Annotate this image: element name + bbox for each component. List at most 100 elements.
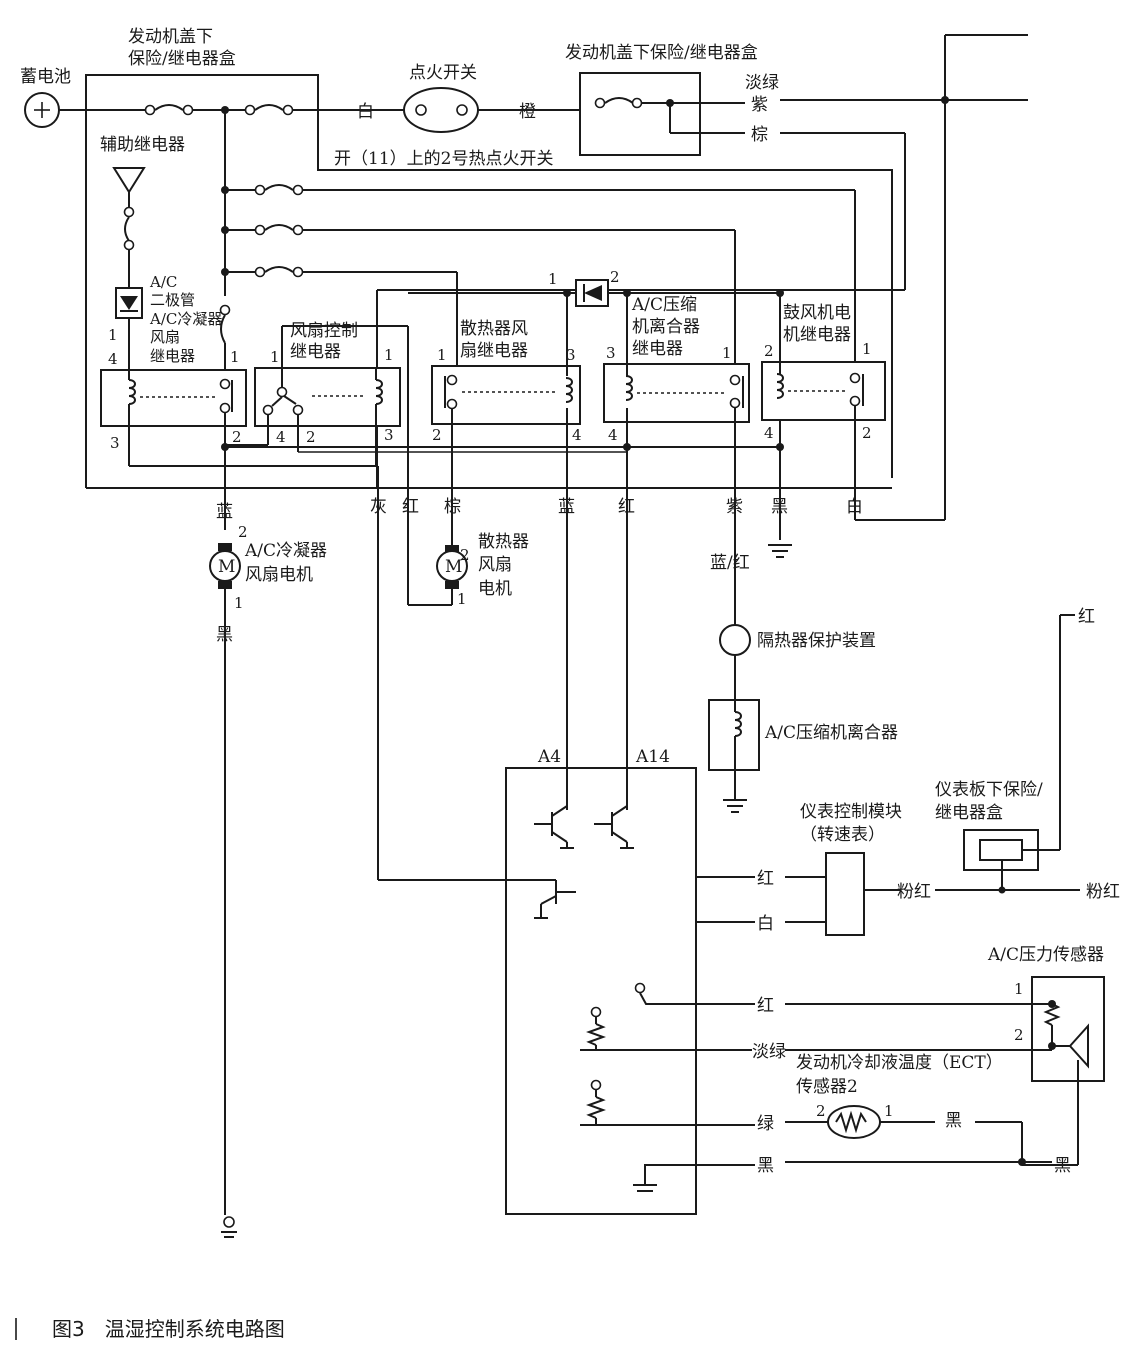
wire-color-labels: 白 橙 淡绿 紫 棕 蓝 灰 红 棕 蓝 红 紫 黑 白 蓝/红 黑 红 红 白… — [216, 73, 1120, 1176]
battery-label: 蓄电池 — [20, 67, 71, 87]
cond-motor-label-1: A/C冷凝器 — [244, 541, 327, 561]
clutch-relay-label-3: 继电器 — [632, 339, 683, 359]
svg-text:2: 2 — [460, 546, 470, 564]
wire-orange: 橙 — [519, 102, 536, 122]
wire-purple-1: 紫 — [751, 95, 768, 115]
ect-label-1: 发动机冷却液温度（ECT） — [796, 1053, 1003, 1073]
ac-clutch-relay — [603, 363, 750, 423]
fuse-branches — [219, 184, 856, 380]
cond-relay-label-2: 风扇 — [150, 328, 180, 346]
ac-diode-label-1: A/C — [149, 273, 177, 291]
wire-black-2: 黑 — [216, 625, 233, 645]
pin-numbers: 1 4 1 3 2 1 1 4 2 3 1 3 2 4 1 2 3 1 4 2 … — [108, 268, 1024, 1120]
thermal-protector-and-clutch — [708, 624, 760, 813]
fan-ctrl-relay-label-1: 风扇控制 — [290, 321, 358, 341]
svg-text:2: 2 — [1014, 1026, 1024, 1044]
svg-text:3: 3 — [566, 346, 576, 364]
svg-text:1: 1 — [384, 346, 394, 364]
svg-text:1: 1 — [1014, 980, 1024, 998]
dash-box-label-1: 仪表板下保险/ — [935, 780, 1043, 800]
gauge-label-1: 仪表控制模块 — [800, 802, 902, 822]
svg-text:1: 1 — [230, 348, 240, 366]
wire-black-5: 黑 — [1054, 1156, 1071, 1176]
relay-row — [100, 361, 886, 460]
relay-interconnects — [86, 279, 892, 880]
wire-pink-2: 粉红 — [1086, 882, 1120, 902]
svg-text:2: 2 — [432, 426, 442, 444]
svg-text:1: 1 — [234, 594, 244, 612]
ig-hot-note: 开（11）上的2号热点火开关 — [334, 149, 553, 169]
pressure-sensor-and-ect — [785, 976, 1105, 1166]
svg-text:1: 1 — [270, 348, 280, 366]
wire-black-1: 黑 — [771, 497, 788, 517]
wire-red-3: 红 — [1078, 607, 1095, 627]
aux-relay-symbol — [112, 167, 146, 194]
ac-clutch-label: A/C压缩机离合器 — [764, 723, 898, 743]
ecm-a14-label: A14 — [635, 747, 670, 767]
rad-motor-label-3: 电机 — [478, 579, 512, 599]
svg-text:4: 4 — [608, 426, 618, 444]
svg-text:4: 4 — [108, 350, 118, 368]
wire-light-green-2: 淡绿 — [752, 1042, 786, 1062]
blower-relay-label-2: 机继电器 — [783, 325, 851, 345]
ground-black — [768, 544, 792, 558]
wire-red-1: 红 — [402, 497, 419, 517]
aux-relay-label: 辅助继电器 — [100, 135, 185, 155]
wire-white-1: 白 — [357, 102, 374, 122]
svg-text:4: 4 — [764, 424, 774, 442]
cond-relay-label-1: A/C冷凝器 — [149, 310, 222, 328]
top-power-wiring — [24, 34, 1028, 521]
svg-text:3: 3 — [384, 426, 394, 444]
cond-relay-label-3: 继电器 — [150, 347, 195, 365]
radiator-fan-motor — [408, 545, 468, 606]
hood-fuse-box-right — [579, 72, 701, 156]
ecm-module — [378, 767, 755, 1215]
pressure-sensor-label: A/C压力传感器 — [987, 945, 1104, 965]
svg-text:3: 3 — [110, 434, 120, 452]
svg-text:1: 1 — [884, 1102, 894, 1120]
svg-text:1: 1 — [722, 344, 732, 362]
svg-text:2: 2 — [610, 268, 620, 286]
svg-text:1: 1 — [457, 590, 467, 608]
svg-text:3: 3 — [606, 344, 616, 362]
clutch-relay-label-1: A/C压缩 — [631, 295, 697, 315]
svg-text:2: 2 — [238, 523, 248, 541]
ignition-switch-label: 点火开关 — [409, 63, 477, 83]
aux-relay-column — [112, 167, 146, 370]
rad-motor-label-1: 散热器 — [478, 532, 529, 552]
gauge-and-dash-box — [785, 614, 1080, 936]
wire-brown-2: 棕 — [444, 497, 461, 517]
svg-text:2: 2 — [232, 428, 242, 446]
ecm-a4-label: A4 — [537, 747, 561, 767]
wire-white-3: 白 — [757, 914, 774, 934]
ac-condenser-fan-relay — [100, 369, 247, 427]
component-labels: 蓄电池 发动机盖下 保险/继电器盒 点火开关 发动机盖下保险/继电器盒 辅助继电… — [20, 27, 1104, 1097]
rad-relay-label-1: 散热器风 — [460, 319, 528, 339]
figure-caption: 图3 温湿控制系统电路图 — [52, 1317, 285, 1341]
wire-white-2: 白 — [846, 497, 863, 517]
svg-text:2: 2 — [764, 342, 774, 360]
svg-text:4: 4 — [572, 426, 582, 444]
wire-blue-1: 蓝 — [216, 502, 233, 522]
rad-motor-m: M — [445, 557, 462, 577]
blower-relay-label-1: 鼓风机电 — [783, 303, 851, 323]
hood-fuse-box-outline — [85, 74, 893, 488]
dash-box-label-2: 继电器盒 — [935, 803, 1003, 823]
fan-ctrl-relay-label-2: 继电器 — [290, 342, 341, 362]
radiator-fan-relay — [431, 365, 581, 425]
gauge-control-module — [825, 852, 865, 936]
condenser-fan-motor — [209, 543, 241, 1238]
cond-motor-m: M — [218, 557, 235, 577]
svg-text:2: 2 — [816, 1102, 826, 1120]
wire-red-4: 红 — [757, 869, 774, 889]
wire-pink-1: 粉红 — [897, 882, 931, 902]
svg-text:1: 1 — [108, 326, 118, 344]
svg-text:1: 1 — [548, 270, 558, 288]
gauge-label-2: （转速表） — [800, 825, 885, 845]
hood-box-label-2: 保险/继电器盒 — [128, 49, 236, 69]
svg-text:4: 4 — [276, 428, 286, 446]
wire-red-5: 红 — [757, 996, 774, 1016]
wire-gray: 灰 — [370, 497, 387, 517]
thermal-protector-label: 隔热器保护装置 — [757, 631, 876, 651]
